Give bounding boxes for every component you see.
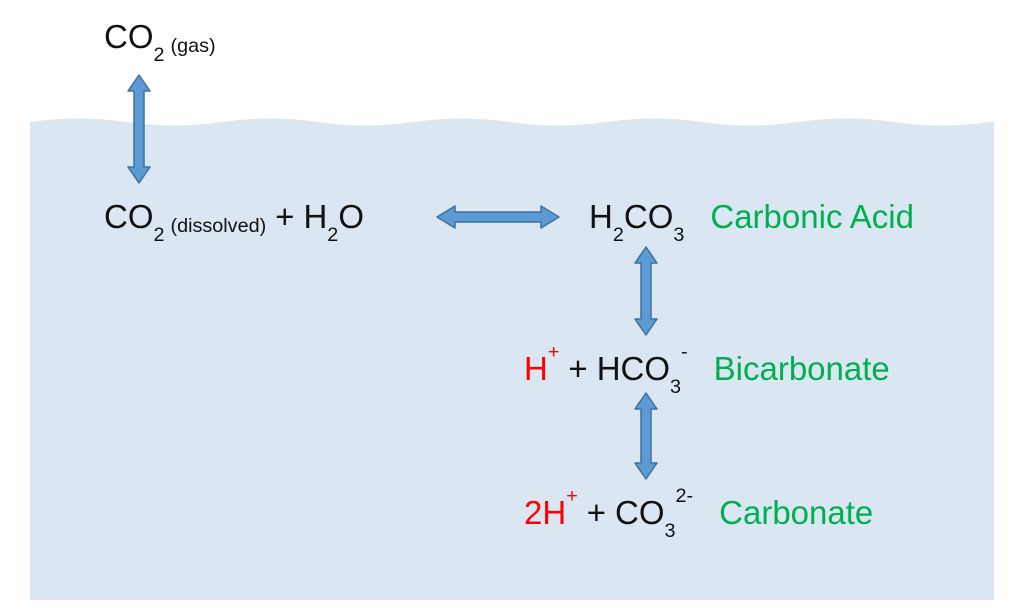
carbonate-formula: CO bbox=[615, 494, 665, 531]
co2-gas-subscript: 2 bbox=[153, 43, 165, 66]
gas-state-note: (gas) bbox=[170, 34, 216, 57]
plus-sign: + bbox=[568, 350, 588, 387]
water-formula-h: H bbox=[303, 198, 328, 235]
hydrogen-ion-charge: + bbox=[547, 341, 560, 364]
equilibrium-arrow bbox=[436, 205, 560, 229]
double-arrow-vertical-icon bbox=[634, 246, 658, 336]
carbonic-formula-h-subscript: 2 bbox=[612, 223, 624, 246]
carbonic-formula-h: H bbox=[589, 198, 613, 235]
carbonate-row: 2H++CO32-Carbonate bbox=[524, 486, 874, 540]
bicarbonate-subscript: 3 bbox=[670, 375, 682, 398]
co2-gas-formula: CO bbox=[104, 18, 154, 55]
water-surface-wave bbox=[30, 118, 994, 132]
carbonic-formula-co: CO bbox=[623, 198, 674, 235]
co2-gas-label: CO2(gas) bbox=[104, 16, 216, 64]
plus-sign: + bbox=[586, 494, 607, 531]
bicarbonate-name-label: Bicarbonate bbox=[713, 350, 890, 387]
carbonic-acid-name-label: Carbonic Acid bbox=[710, 198, 914, 235]
hydrogen-ions-charge: + bbox=[566, 485, 578, 508]
carbonic-formula-co-subscript: 3 bbox=[673, 223, 685, 246]
carbonic-acid-row: H2CO3 Carbonic Acid bbox=[589, 196, 914, 244]
wave-shape bbox=[30, 118, 994, 132]
hydrogen-ions-symbol: 2H bbox=[524, 494, 567, 531]
hydrogen-ion: H+ bbox=[524, 342, 559, 387]
dissolved-state-note: (dissolved) bbox=[170, 214, 267, 237]
dissociation-arrow-1 bbox=[634, 246, 658, 336]
bicarbonate-charge: - bbox=[681, 341, 688, 364]
hydrogen-ion-symbol: H bbox=[524, 350, 548, 387]
water-formula-o: O bbox=[338, 198, 364, 235]
double-arrow-horizontal-icon bbox=[436, 205, 560, 229]
double-arrow-vertical-icon bbox=[127, 74, 151, 184]
gas-exchange-arrow bbox=[127, 74, 151, 184]
carbonate-charge: 2- bbox=[675, 485, 694, 508]
plus-sign: + bbox=[275, 198, 295, 235]
bicarbonate-formula: HCO bbox=[596, 350, 671, 387]
dissolved-co2-row: CO2(dissolved)+H2O bbox=[104, 196, 364, 244]
co2-dissolved-subscript: 2 bbox=[153, 223, 165, 246]
carbonate-name-label: Carbonate bbox=[719, 494, 874, 531]
bicarbonate-row: H++HCO3-Bicarbonate bbox=[524, 342, 890, 396]
double-arrow-vertical-icon bbox=[634, 392, 658, 480]
hydrogen-ions: 2H+ bbox=[524, 486, 578, 531]
water-formula-subscript: 2 bbox=[327, 223, 339, 246]
co2-dissolved-formula: CO bbox=[104, 198, 154, 235]
water-body bbox=[30, 130, 994, 600]
dissociation-arrow-2 bbox=[634, 392, 658, 480]
carbonate-subscript: 3 bbox=[664, 519, 676, 542]
